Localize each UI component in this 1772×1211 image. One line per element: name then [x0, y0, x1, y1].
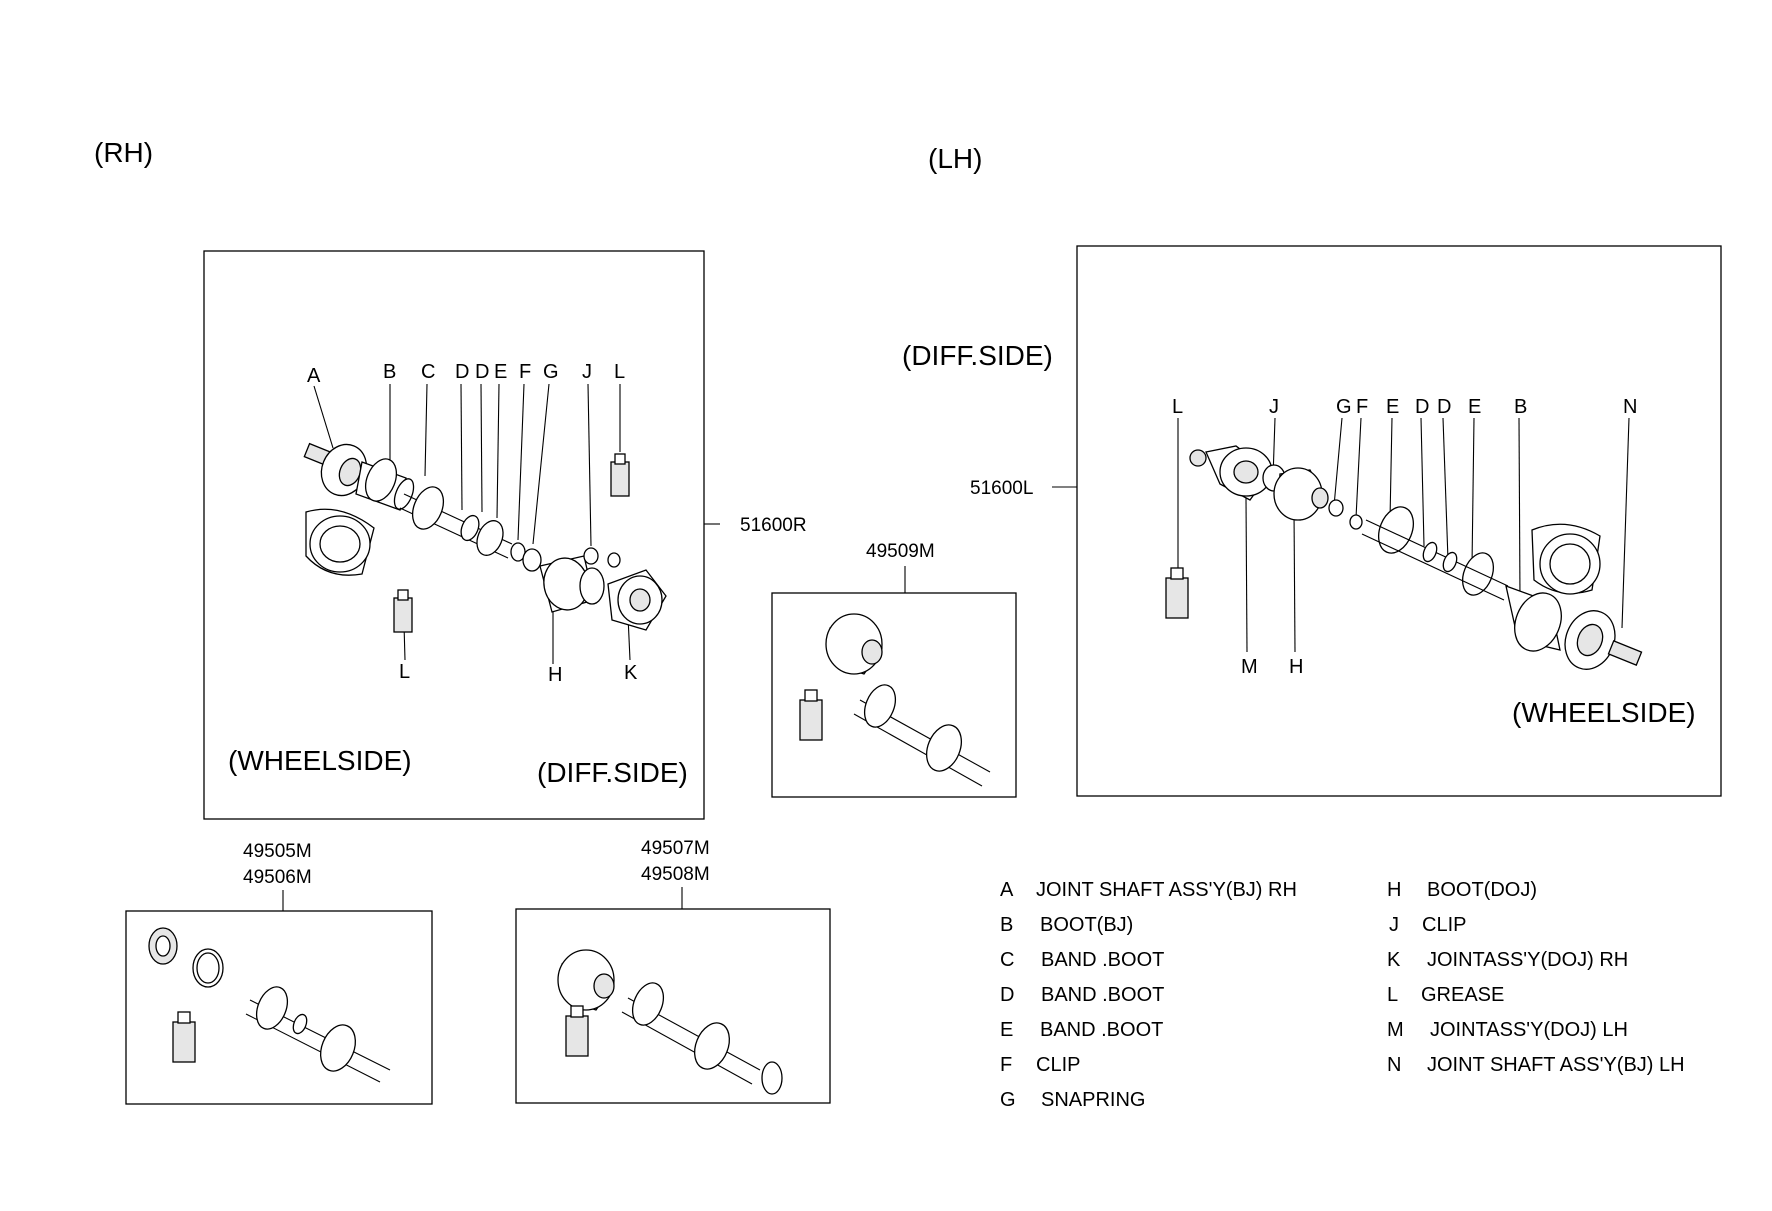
legend-c-text: BAND .BOOT: [1041, 949, 1164, 971]
lh-driveshaft-illustration: [1165, 445, 1643, 670]
kit2-frame: [515, 908, 831, 1104]
legend-h-letter: H: [1387, 879, 1401, 901]
kit1-frame: [125, 910, 433, 1105]
legend-g-text: SNAPRING: [1041, 1089, 1145, 1111]
legend-l-letter: L: [1387, 984, 1398, 1006]
legend-d-text: BAND .BOOT: [1041, 984, 1164, 1006]
rh-label-e: E: [494, 361, 507, 383]
rh-label-g: G: [543, 361, 559, 383]
rh-label-b: B: [383, 361, 396, 383]
lh-label-m: M: [1241, 656, 1258, 678]
legend-e-text: BAND .BOOT: [1040, 1019, 1163, 1041]
kit2-number-1[interactable]: 49507M: [641, 838, 710, 859]
rh-label-l-bottom: L: [399, 661, 410, 683]
rh-label-k: K: [624, 662, 638, 684]
rh-label-h: H: [548, 664, 562, 686]
legend-n-letter: N: [1387, 1054, 1401, 1076]
legend-l-text: GREASE: [1421, 984, 1504, 1006]
legend-left: A JOINT SHAFT ASS'Y(BJ) RH B BOOT(BJ) C …: [1000, 879, 1297, 1111]
kit1-number-1[interactable]: 49505M: [243, 841, 312, 862]
kit3-illustration: [799, 613, 991, 787]
rh-panel: 51600R (WHEELSIDE) (DIFF.SIDE) A B C D D…: [203, 250, 807, 820]
lh-wheel-side-label: (WHEELSIDE): [1512, 697, 1696, 728]
rh-part-number[interactable]: 51600R: [740, 515, 807, 536]
legend-a-letter: A: [1000, 879, 1014, 901]
kit3-number-1[interactable]: 49509M: [866, 541, 935, 562]
legend-b-text: BOOT(BJ): [1040, 914, 1133, 936]
kit2-number-2[interactable]: 49508M: [641, 864, 710, 885]
kit1-number-2[interactable]: 49506M: [243, 867, 312, 888]
lh-label-d1: D: [1415, 396, 1429, 418]
lh-part-number[interactable]: 51600L: [970, 478, 1033, 499]
rh-part-labels: A B C D D E F G J L L H K: [307, 361, 638, 686]
kit-49507m-49508m: 49507M 49508M: [515, 838, 831, 1104]
lh-panel: 51600L (DIFF.SIDE) (WHEELSIDE) L J G F E…: [902, 245, 1722, 797]
kit3-frame: [771, 592, 1017, 798]
rh-driveshaft-illustration: [303, 442, 667, 633]
legend-c-letter: C: [1000, 949, 1014, 971]
legend-m-text: JOINTASS'Y(DOJ) LH: [1430, 1019, 1628, 1041]
lh-label-h: H: [1289, 656, 1303, 678]
rh-header: (RH): [94, 137, 153, 168]
rh-label-l-top: L: [614, 361, 625, 383]
rh-label-j: J: [582, 361, 592, 383]
rh-diff-side-label: (DIFF.SIDE): [537, 757, 688, 788]
lh-label-n: N: [1623, 396, 1637, 418]
kit1-illustration: [148, 927, 391, 1083]
rh-panel-frame: [203, 250, 705, 820]
lh-label-f: F: [1356, 396, 1368, 418]
legend-k-text: JOINTASS'Y(DOJ) RH: [1427, 949, 1628, 971]
kit-49509m: 49509M: [771, 541, 1017, 798]
legend-n-text: JOINT SHAFT ASS'Y(BJ) LH: [1427, 1054, 1685, 1076]
lh-label-e1: E: [1386, 396, 1399, 418]
legend-b-letter: B: [1000, 914, 1013, 936]
legend-m-letter: M: [1387, 1019, 1404, 1041]
lh-label-g: G: [1336, 396, 1352, 418]
legend-f-letter: F: [1000, 1054, 1012, 1076]
legend-j-text: CLIP: [1422, 914, 1466, 936]
lh-header: (LH): [928, 143, 982, 174]
kit-49505m-49506m: 49505M 49506M: [125, 841, 433, 1105]
legend-h-text: BOOT(DOJ): [1427, 879, 1537, 901]
lh-diff-side-label: (DIFF.SIDE): [902, 340, 1053, 371]
rh-label-c: C: [421, 361, 435, 383]
legend-d-letter: D: [1000, 984, 1014, 1006]
lh-leader-lines: [1177, 417, 1630, 653]
rh-label-d2: D: [475, 361, 489, 383]
lh-label-d2: D: [1437, 396, 1451, 418]
rh-label-a: A: [307, 365, 321, 387]
legend-f-text: CLIP: [1036, 1054, 1080, 1076]
lh-part-labels: L J G F E D D E B N M H: [1172, 396, 1637, 678]
legend-a-text: JOINT SHAFT ASS'Y(BJ) RH: [1036, 879, 1297, 901]
legend-g-letter: G: [1000, 1089, 1016, 1111]
lh-label-e2: E: [1468, 396, 1481, 418]
lh-label-b: B: [1514, 396, 1527, 418]
lh-panel-frame: [1076, 245, 1722, 797]
lh-label-j: J: [1269, 396, 1279, 418]
rh-label-f: F: [519, 361, 531, 383]
legend-right: H BOOT(DOJ) J CLIP K JOINTASS'Y(DOJ) RH …: [1387, 879, 1685, 1076]
legend-k-letter: K: [1387, 949, 1401, 971]
rh-wheel-side-label: (WHEELSIDE): [228, 745, 412, 776]
legend-e-letter: E: [1000, 1019, 1013, 1041]
rh-label-d1: D: [455, 361, 469, 383]
kit2-illustration: [557, 949, 783, 1095]
legend-j-letter: J: [1389, 914, 1399, 936]
lh-label-l: L: [1172, 396, 1183, 418]
